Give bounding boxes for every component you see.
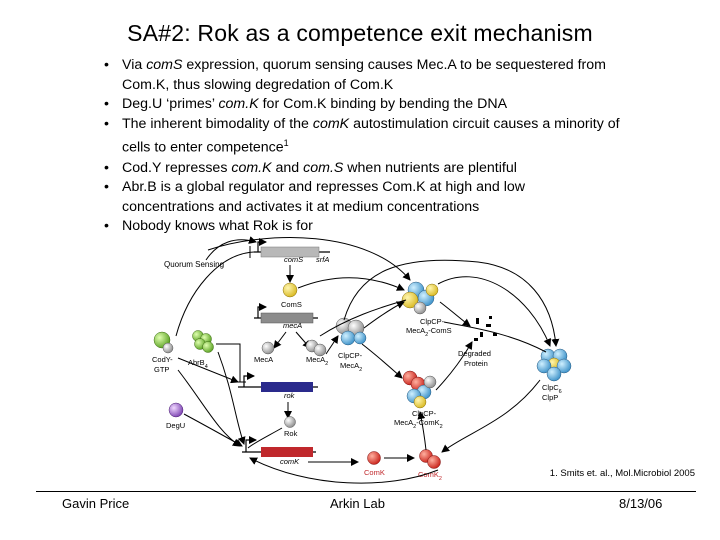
coms-gene-label: comS: [284, 255, 303, 264]
clpc6-clpp-complex: [536, 348, 572, 382]
clpcp-meca2-comk2-label-2: MecA2-ComK2: [394, 418, 443, 430]
bullet-item: Deg.U ‘primes’ com.K for Com.K binding b…: [100, 95, 620, 115]
clpcp-meca2-label-1: ClpCP-: [338, 351, 363, 360]
footer-lab: Arkin Lab: [330, 496, 385, 511]
expression-arrows: [273, 265, 359, 466]
bullet-text: The inherent bimodality of the: [122, 115, 313, 132]
clpc6-label: ClpC6: [542, 383, 562, 395]
bullet-text: com.K: [218, 96, 259, 113]
coms-protein: [282, 282, 298, 298]
abrb-tetramer: [192, 330, 214, 353]
bullet-text: expression, quorum sensing causes Mec.A …: [122, 57, 606, 93]
bullet-item: Via comS expression, quorum sensing caus…: [100, 56, 620, 95]
srfa-gene-label: srfA: [316, 255, 329, 264]
rok-protein: [284, 416, 296, 428]
bullet-item: Cod.Y represses com.K and com.S when nut…: [100, 159, 620, 179]
meca-protein-label: MecA: [254, 355, 273, 364]
rok-gene-bar: [261, 382, 313, 392]
footer-author: Gavin Price: [62, 496, 130, 511]
rok-repression-line: [247, 427, 283, 449]
footer-divider: [36, 491, 696, 492]
clpcp-meca2-coms-label-2: MecA2-ComS: [406, 326, 452, 338]
complex-interaction-arrows: [207, 237, 560, 453]
bullet-text: comK: [312, 115, 350, 132]
bullet-text: when nutrients are plentiful: [343, 159, 517, 176]
coms-protein-label: ComS: [281, 300, 302, 309]
degraded-protein-label-2: Protein: [464, 359, 488, 368]
meca2-label: MecA2: [306, 355, 328, 367]
quorum-sensing-arrow: [205, 236, 257, 261]
rok-protein-label: Rok: [284, 429, 298, 438]
comk2-label: ComK2: [418, 470, 442, 482]
degraded-protein-fragments: [474, 316, 497, 341]
bullet-text: com.S: [303, 159, 344, 176]
bullet-text: for Com.K binding by bending the DNA: [258, 96, 508, 113]
rok-gene-label: rok: [284, 391, 296, 400]
bullet-text: autostimulation circuit causes a minorit…: [122, 115, 620, 157]
meca-gene-label: mecA: [283, 321, 302, 330]
slide-title: SA#2: Rok as a competence exit mechanism: [127, 20, 593, 46]
clpcp-meca2-label-2: MecA2: [340, 361, 362, 373]
cody-gtp-complex: [153, 331, 174, 354]
clpcp-meca2-coms-complex: [401, 281, 439, 315]
cody-gtp-label-2: GTP: [154, 365, 169, 374]
bullet-text: Nobody knows what Rok is for: [122, 218, 313, 235]
clpcp-meca2-comk2-complex: [402, 370, 437, 409]
clpcp-meca2-coms-label-1: ClpCP-: [420, 317, 445, 326]
comk-protein: [367, 451, 381, 465]
bullet-list: Via comS expression, quorum sensing caus…: [100, 56, 620, 237]
quorum-sensing-label: Quorum Sensing: [164, 260, 224, 269]
bullet-text: comS: [146, 57, 183, 73]
footer-date: 8/13/06: [619, 496, 663, 511]
meca2-dimer: [305, 339, 327, 357]
bullet-text: Via: [122, 57, 147, 73]
bullet-item: Nobody knows what Rok is for: [100, 217, 620, 237]
comk-protein-label: ComK: [364, 468, 385, 477]
clpcp-meca2-comk2-label-1: ClpCP-: [412, 409, 437, 418]
bullet-item: Abr.B is a global regulator and represse…: [100, 178, 620, 217]
citation: 1. Smits et. al., Mol.Microbiol 2005: [549, 468, 695, 479]
meca-protein: [261, 341, 275, 355]
comk-gene-bar: [261, 447, 313, 457]
abrb-label: AbrB4: [188, 358, 208, 370]
degraded-protein-label-1: Degraded: [458, 349, 491, 358]
clpp-label: ClpP: [542, 393, 558, 402]
degu-arrow: [183, 413, 243, 447]
bullet-text: and: [271, 159, 304, 176]
promoter-arrows: [243, 238, 267, 452]
comk2-dimer: [419, 449, 441, 469]
meca-gene-bar: [260, 312, 314, 324]
bullet-text: Deg.U ‘primes’: [122, 96, 219, 113]
comk-autostimulation-arrow: [249, 457, 439, 484]
clpcp-meca2-complex: [335, 317, 367, 346]
competence-network-diagram: comS srfA mecA rok comK Quorum Sensing C…: [152, 236, 572, 484]
bullet-text: com.K: [231, 159, 272, 176]
bullet-text: Cod.Y represses: [122, 159, 232, 176]
bullet-text: Abr.B is a global regulator and represse…: [122, 179, 525, 215]
cody-gtp-label: CodY-: [152, 355, 173, 364]
bullet-text: 1: [283, 138, 289, 149]
coms-gene-bar: [260, 246, 320, 258]
bullet-item: The inherent bimodality of the comK auto…: [100, 115, 620, 159]
degu-protein: [168, 402, 184, 418]
degu-label: DegU: [166, 421, 185, 430]
comk-gene-label: comK: [280, 457, 300, 466]
